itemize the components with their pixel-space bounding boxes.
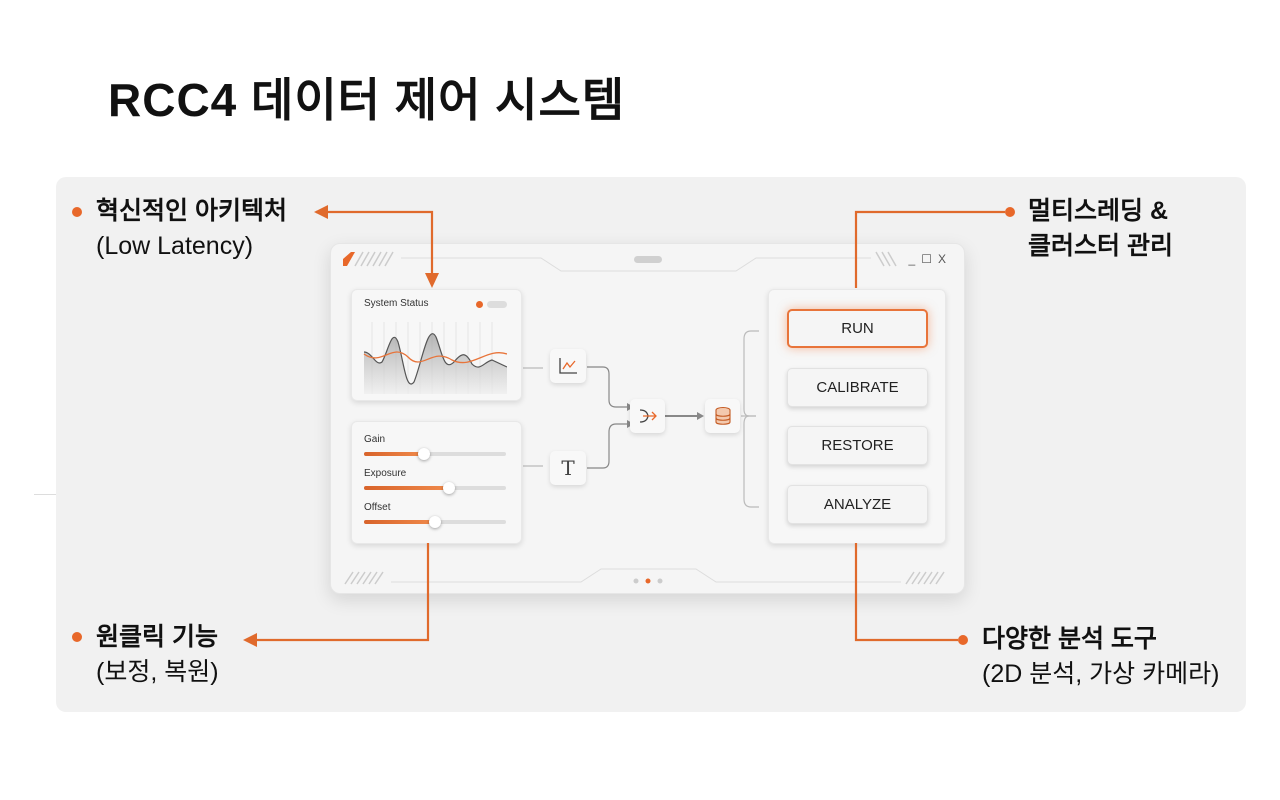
bullet-icon [72, 207, 82, 217]
status-title: System Status [364, 298, 429, 309]
merge-icon [639, 409, 657, 423]
bullet-icon [1005, 207, 1015, 217]
slider-handle[interactable] [429, 516, 441, 528]
callout-title: 원클릭 기능 [96, 623, 218, 651]
callout-subtitle: (보정, 복원) [96, 658, 219, 686]
callout-oneclick: 원클릭 기능 (보정, 복원) [96, 620, 219, 690]
close-button[interactable]: X [937, 252, 946, 266]
callout-subtitle: (2D 분석, 가상 카메라) [982, 660, 1220, 688]
slider-exposure[interactable] [364, 482, 506, 494]
divider [34, 494, 56, 495]
slider-fill [364, 452, 424, 456]
callout-architecture: 혁신적인 아키텍처 (Low Latency) [96, 194, 287, 264]
slider-fill [364, 520, 435, 524]
analyze-button[interactable]: ANALYZE [787, 485, 928, 524]
text-node[interactable]: T [550, 451, 586, 485]
slider-gain[interactable] [364, 448, 506, 460]
actions-panel: RUN CALIBRATE RESTORE ANALYZE [768, 289, 946, 544]
callout-title: 멀티스레딩 & [1028, 197, 1169, 225]
callout-title: 혁신적인 아키텍처 [96, 197, 287, 225]
database-node[interactable] [705, 399, 740, 433]
window-controls: _ ☐ X [909, 252, 946, 266]
page-dot [633, 578, 639, 584]
run-button[interactable]: RUN [787, 309, 928, 348]
bullet-icon [72, 632, 82, 642]
page-dot-active [645, 578, 651, 584]
minimize-button[interactable]: _ [908, 252, 916, 266]
merge-node[interactable] [630, 399, 665, 433]
calibrate-button[interactable]: CALIBRATE [787, 368, 928, 407]
slider-label: Exposure [364, 468, 407, 479]
status-indicator [476, 301, 483, 308]
callout-title: 다양한 분석 도구 [982, 625, 1157, 653]
status-waveform [363, 322, 507, 394]
slider-label: Offset [364, 502, 391, 513]
chart-node[interactable] [550, 349, 586, 383]
callout-analysis: 다양한 분석 도구 (2D 분석, 가상 카메라) [982, 622, 1219, 692]
app-window: _ ☐ X System Status Gain Exposure Offset… [330, 243, 965, 594]
bullet-icon [958, 635, 968, 645]
slider-handle[interactable] [443, 482, 456, 494]
callout-subtitle: (Low Latency) [96, 232, 254, 260]
database-icon [714, 406, 731, 425]
callout-multithreading: 멀티스레딩 & 클러스터 관리 [1028, 194, 1173, 264]
status-toggle[interactable] [487, 301, 507, 308]
page-dot [657, 578, 663, 584]
slider-handle[interactable] [417, 448, 430, 460]
slider-label: Gain [364, 434, 386, 445]
sliders-card: Gain Exposure Offset [351, 421, 522, 544]
slider-offset[interactable] [364, 516, 506, 528]
maximize-button[interactable]: ☐ [921, 252, 932, 266]
restore-button[interactable]: RESTORE [787, 426, 928, 465]
chart-icon [559, 358, 577, 374]
system-status-card: System Status [351, 289, 522, 401]
slider-fill [364, 486, 450, 490]
callout-subtitle: 클러스터 관리 [1028, 232, 1173, 260]
page-title: RCC4 데이터 제어 시스템 [108, 74, 626, 126]
text-icon: T [561, 456, 575, 480]
